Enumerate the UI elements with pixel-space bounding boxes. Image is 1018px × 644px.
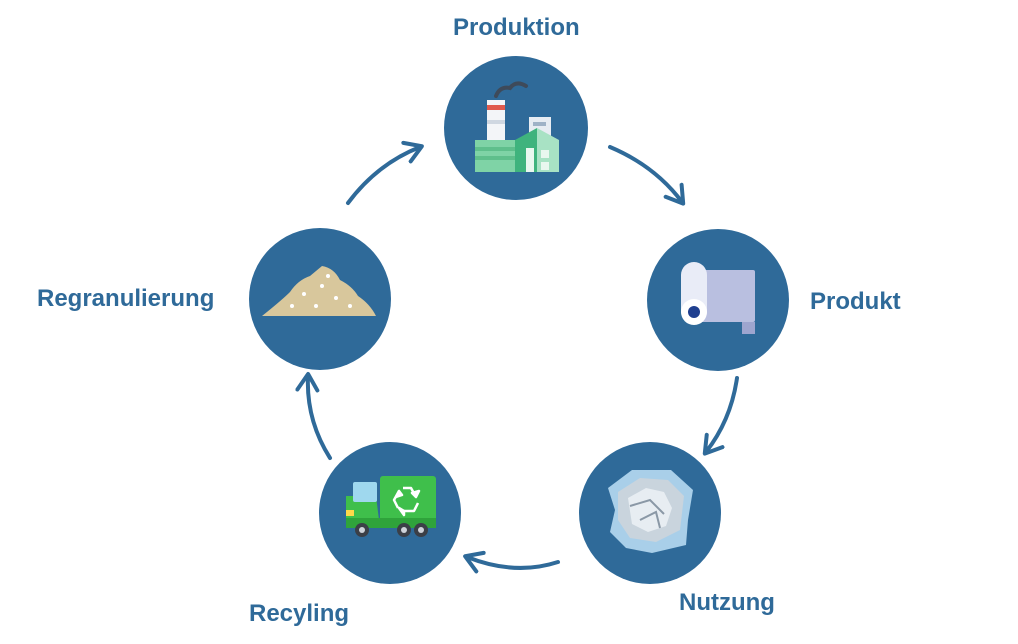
film-roll-icon [681, 262, 755, 334]
stage-regranulierung-node [249, 228, 391, 370]
stage-label-nutzung: Nutzung [679, 589, 775, 616]
stage-label-regranulierung: Regranulierung [37, 285, 215, 312]
crumpled-plastic-film-icon [608, 470, 693, 553]
stage-label-recyling: Recyling [249, 600, 350, 627]
stage-produktion-node [444, 56, 588, 200]
arrow-recyling-to-regranulierung [295, 372, 332, 460]
recycling-truck-icon [346, 476, 436, 537]
recycle-symbol-icon [392, 486, 421, 517]
granulate-pile-icon [262, 266, 376, 316]
stage-produkt-node [647, 229, 789, 371]
factory-icon [475, 81, 559, 172]
stage-label-produkt: Produkt [810, 288, 901, 315]
stage-label-produktion: Produktion [453, 14, 580, 41]
arrow-produktion-to-produkt [608, 145, 686, 206]
stage-nutzung-node [579, 442, 721, 584]
arrow-nutzung-to-recyling [463, 550, 560, 574]
arrow-produkt-to-nutzung [702, 376, 739, 456]
stage-recyling-node [319, 442, 461, 584]
arrow-regranulierung-to-produktion [346, 140, 424, 205]
